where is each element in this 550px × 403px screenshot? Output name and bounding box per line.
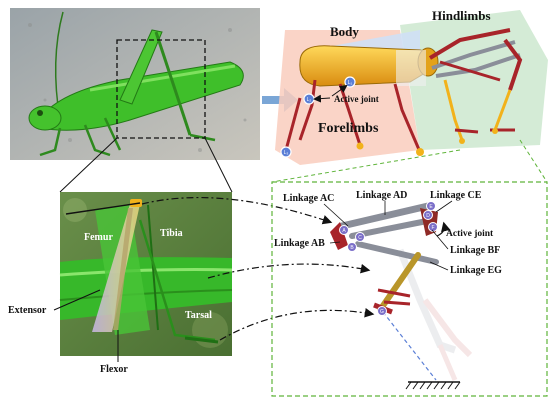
joint-a — [339, 225, 349, 235]
joint-g — [377, 306, 387, 316]
flexor-label: Flexor — [100, 364, 128, 375]
linkage-eg-bar — [355, 241, 439, 265]
robot-connector-right — [519, 139, 548, 183]
linkage-ab-bar — [330, 222, 348, 250]
forelimbs-label: Forelimbs — [318, 121, 379, 136]
zoom-connector-right — [204, 137, 233, 193]
extensor-label: Extensor — [8, 305, 47, 316]
linkage-ad-label: Linkage AD — [356, 190, 407, 201]
tibia-label: Tibia — [160, 228, 183, 239]
robot-joint-l2-label: L₂ — [307, 97, 312, 103]
robot-joint-l3 — [280, 146, 292, 158]
body-label: Body — [330, 24, 359, 39]
zoom-connector-left — [59, 137, 118, 193]
joint-e — [426, 201, 436, 211]
joint-b-label: B — [350, 245, 354, 251]
linkage-eg-label: Linkage EG — [450, 265, 502, 276]
femur-label: Femur — [84, 232, 113, 243]
joint-b — [347, 242, 357, 252]
robot-joint-l3-label: L₃ — [284, 150, 289, 156]
joint-a-label: A — [342, 228, 346, 234]
linkage-ac-label: Linkage AC — [283, 193, 334, 204]
robot-joint-l1-label: L₁ — [348, 80, 353, 86]
active-joint-arrow — [436, 221, 451, 237]
linkage-bf-bar — [349, 217, 435, 239]
joint-c — [355, 232, 365, 242]
joint-g-label: G — [380, 309, 384, 315]
joint-d-label: D — [426, 213, 430, 219]
tarsal-label: Tarsal — [185, 310, 212, 321]
linkage-panel: A B C D E F G Linkage AC Linkage AD Link… — [271, 181, 548, 397]
active-joint-label-top: Active joint — [334, 94, 379, 104]
joint-f-label: F — [431, 225, 434, 231]
robot-model: L₁ L₂ L₃ Body Hindlimbs Forelimbs Active… — [275, 8, 548, 165]
correspondence-arrows — [141, 196, 375, 341]
ground-reach-line — [382, 311, 437, 381]
robot-joint-l1 — [344, 76, 356, 88]
grasshopper-photo — [10, 8, 260, 160]
joint-c-label: C — [358, 235, 362, 241]
linkage-ce-label: Linkage CE — [430, 190, 482, 201]
active-joint-label-leg: Active joint — [446, 229, 494, 239]
linkage-ab-label: Linkage AB — [274, 238, 325, 249]
joint-d — [423, 210, 433, 220]
selection-box — [116, 39, 206, 139]
linkage-bf-label: Linkage BF — [450, 245, 500, 256]
linkage-ad-bar — [338, 202, 432, 230]
flexor-muscle — [113, 208, 133, 330]
robot-connector-left — [271, 149, 461, 183]
hindlimbs-label: Hindlimbs — [432, 8, 491, 23]
hindlimb-links — [428, 28, 523, 144]
joint-e-label: E — [429, 204, 433, 210]
zoomed-leg-photo: Femur Tibia Tarsal — [59, 192, 233, 356]
forelimb-links — [284, 79, 422, 153]
